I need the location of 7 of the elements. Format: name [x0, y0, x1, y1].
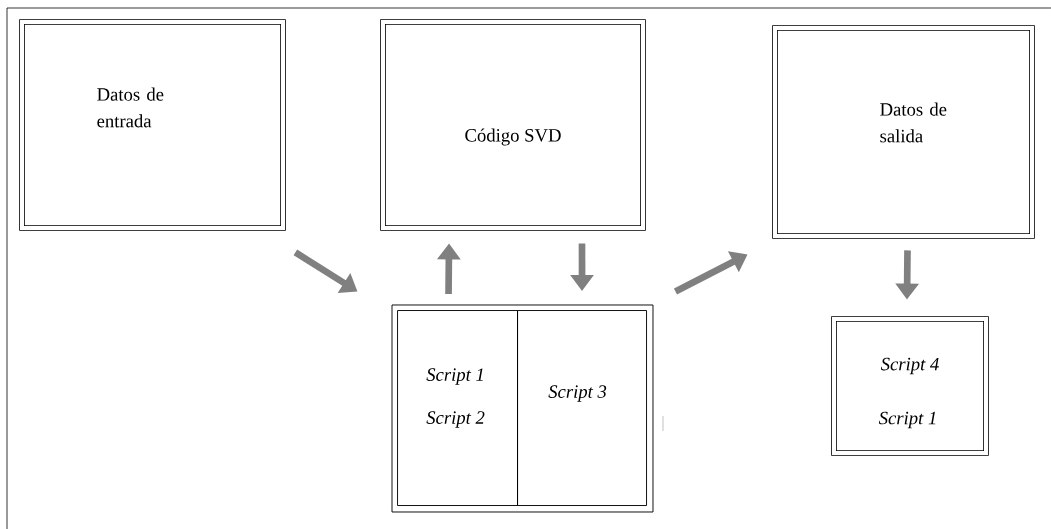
output-box: Datos de salida [772, 25, 1035, 239]
code-box: Código SVD [380, 19, 646, 231]
script-cell: Script 1 Script 2 [397, 310, 518, 506]
script-box: Script 4 Script 1 [831, 316, 989, 456]
split-box [391, 304, 654, 513]
input-box: Datos de entrada [19, 19, 286, 231]
script-cell: Script 3 [517, 310, 647, 506]
